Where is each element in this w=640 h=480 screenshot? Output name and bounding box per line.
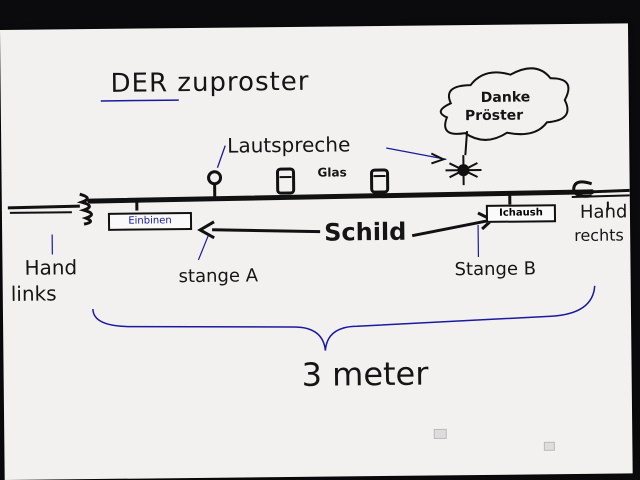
label-stange-a: stange A — [179, 267, 259, 286]
label-stange-b: Stange B — [454, 260, 536, 279]
paper-sheet: DER zuproster Lautspreche Glas Danke Prö… — [0, 23, 633, 480]
label-hand-links-2: links — [11, 283, 57, 303]
label-hand-links-1: Hand — [24, 257, 77, 278]
right-hand-line — [592, 190, 630, 191]
glass-icon-2 — [371, 170, 387, 192]
distance-brace — [93, 286, 596, 353]
sign-right: Ichaush — [486, 204, 556, 223]
sign-left: Einbinen — [108, 212, 192, 231]
label-schild: Schild — [324, 220, 406, 245]
glass-icon — [277, 169, 293, 193]
diagram-title: DER zuproster — [110, 69, 309, 97]
left-hand-line — [8, 206, 80, 208]
arrow-schild-right — [412, 221, 487, 236]
label-hand-rechts-2: rechts — [574, 227, 624, 244]
bubble-line-1: Danke — [481, 90, 531, 105]
title-underline — [101, 100, 179, 101]
label-hand-rechts-1: Hand — [580, 203, 628, 221]
label-lautsprecher: Lautspreche — [227, 134, 350, 155]
bubble-line-2: Pröster — [465, 109, 523, 124]
label-distance: 3 meter — [301, 358, 428, 391]
speaker-icon — [208, 172, 220, 184]
arrow-schild-left — [212, 229, 320, 233]
diagram-drawing — [0, 23, 633, 480]
main-bar — [90, 192, 592, 201]
light-burst-icon — [445, 155, 481, 185]
label-glas: Glas — [317, 166, 346, 178]
